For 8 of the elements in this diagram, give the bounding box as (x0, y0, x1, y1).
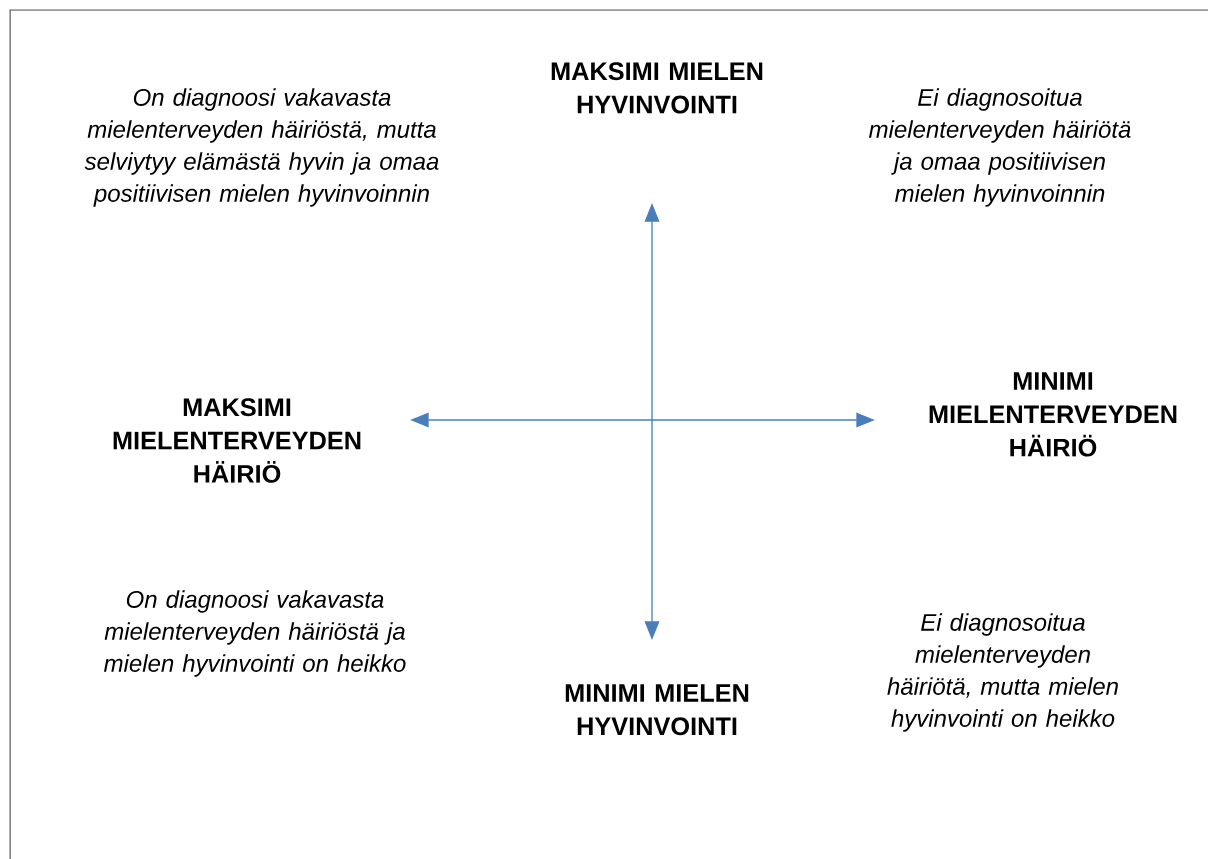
axis-label: MINIMI MIELENTERVEYDEN HÄIRIÖ (929, 372, 1177, 457)
quadrant-text: Ei diagnosoitua mielenterveyden häiriötä ja omaa positiivisen mielen hyvinvoinnin (869, 88, 1131, 207)
quadrant-text: On diagnoosi vakavasta mielenterveyden häiriöstä ja mielen hyvinvointi on heikko (104, 590, 406, 677)
axis-label: MAKSIMI MIELEN HYVINVOINTI (551, 62, 763, 114)
axis-label: MINIMI MIELEN HYVINVOINTI (565, 684, 749, 736)
quadrant-text: Ei diagnosoitua mielenterveyden häiriötä, mutta mielen hyvinvointi on heikko (887, 613, 1118, 732)
axis-label: MAKSIMI MIELENTERVEYDEN HÄIRIÖ (113, 398, 361, 483)
quadrant-text: On diagnoosi vakavasta mielenterveyden häiriöstä, mutta selviytyy elämästä hyvin ja omaa positiivisen mielen hyvinvoinnin (84, 88, 439, 207)
